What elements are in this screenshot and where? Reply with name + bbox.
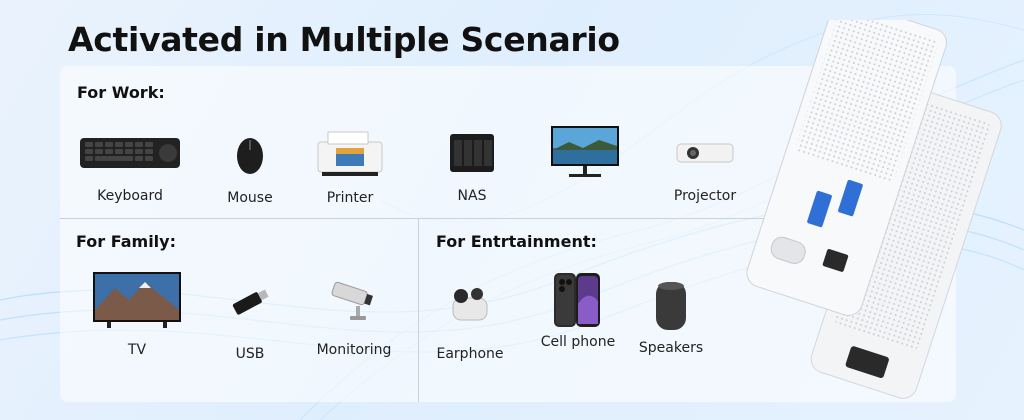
entertainment-item-speakers: Speakers (611, 274, 731, 356)
tv-icon (77, 268, 197, 332)
usb-drive-icon (190, 270, 310, 334)
projector-icon (645, 120, 765, 184)
work-heading: For Work: (77, 83, 165, 102)
entertainment-item-earphone: Earphone (410, 272, 530, 362)
work-item-keyboard: Keyboard (70, 120, 190, 204)
entertainment-heading: For Entrtainment: (436, 232, 597, 251)
work-item-monitor (525, 118, 645, 182)
work-item-nas: NAS (412, 120, 532, 204)
divider-vertical (418, 219, 419, 402)
family-item-monitoring: Monitoring (294, 268, 414, 358)
work-item-label: Printer (326, 190, 374, 206)
monitor-icon (525, 118, 645, 182)
mouse-icon (190, 122, 310, 186)
family-item-usb: USB (190, 270, 310, 362)
family-item-tv: TV (77, 268, 197, 358)
work-item-label: Projector (673, 188, 737, 204)
cell-phone-icon (518, 268, 638, 332)
work-item-printer: Printer (290, 122, 410, 206)
family-item-label: Monitoring (316, 342, 392, 358)
work-item-label: Mouse (227, 190, 273, 206)
page-title: Activated in Multiple Scenario (68, 20, 620, 59)
entertainment-item-label: Cell phone (540, 334, 616, 350)
family-heading: For Family: (76, 232, 176, 251)
work-item-projector: Projector (645, 120, 765, 204)
work-item-mouse: Mouse (190, 122, 310, 206)
entertainment-item-label: Speakers (638, 340, 704, 356)
divider-horizontal (60, 218, 956, 219)
work-item-label: Keyboard (97, 188, 163, 204)
usb-hub-device (746, 20, 1002, 399)
family-item-label: TV (127, 342, 147, 358)
printer-icon (290, 122, 410, 186)
work-item-label: NAS (457, 188, 487, 204)
entertainment-item-label: Earphone (436, 346, 504, 362)
entertainment-item-cell-phone: Cell phone (518, 268, 638, 350)
speaker-icon (611, 274, 731, 338)
family-item-label: USB (235, 346, 265, 362)
earphone-icon (410, 272, 530, 336)
nas-icon (412, 120, 532, 184)
keyboard-icon (70, 120, 190, 184)
security-camera-icon (294, 268, 414, 332)
